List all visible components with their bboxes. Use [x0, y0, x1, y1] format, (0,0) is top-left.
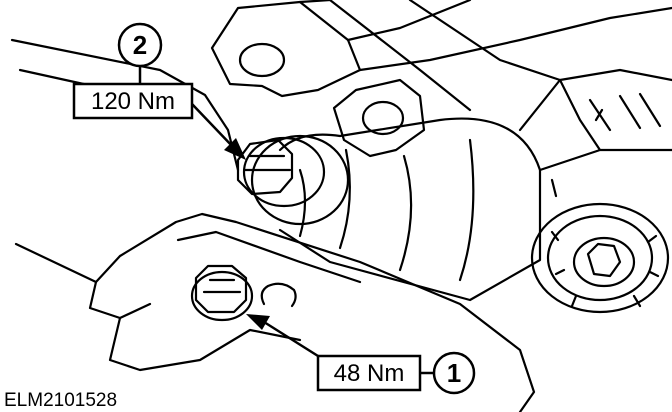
right-boss-mid: [546, 214, 654, 302]
lower-plate-inner-edge: [176, 230, 362, 284]
callout-2-number: 2: [133, 30, 147, 60]
retaining-clip: [260, 282, 297, 308]
lower-bolt-head: [194, 264, 248, 314]
middle-bracket-hole: [361, 100, 405, 136]
lower-plate-bottom: [108, 316, 302, 372]
lower-plate-left-edge: [14, 242, 152, 320]
callout-1: 48 Nm 1: [246, 314, 476, 395]
callout-2-torque: 120 Nm: [91, 88, 175, 115]
right-boss-teeth: [550, 230, 660, 308]
mount-cylinder-ridge-2: [338, 148, 351, 250]
callout-1-arrowhead: [246, 314, 270, 330]
callout-1-circle: [432, 351, 476, 395]
engine-block-drawing: [10, 0, 672, 412]
callout-2-leader: [191, 103, 235, 149]
upper-bolt-head: [236, 138, 294, 196]
upper-bolt-boss: [250, 134, 350, 226]
right-boss-outer: [530, 202, 670, 314]
callout-1-leader: [263, 320, 319, 358]
right-boss-inner: [572, 236, 636, 288]
callout-1-torque: 48 Nm: [334, 360, 405, 387]
upper-bracket-hole: [238, 42, 286, 78]
mount-cylinder-ridge-4: [458, 138, 475, 282]
upper-bracket: [210, 0, 362, 98]
right-housing-ribs: [550, 92, 662, 198]
diagonal-strut-2: [408, 0, 562, 82]
mount-cylinder-ridge-3: [398, 154, 413, 272]
callout-2-arrowhead: [224, 138, 246, 160]
callout-2: 2 120 Nm: [72, 22, 246, 160]
middle-bracket: [332, 78, 426, 158]
figure-reference: ELM2101528: [4, 390, 117, 411]
lower-plate: [94, 212, 536, 412]
right-housing: [518, 68, 672, 172]
upper-bolt-flats: [242, 154, 292, 172]
lower-bolt-washer: [190, 270, 254, 322]
top-frame-lines: [298, 0, 672, 72]
lower-bolt-flats: [202, 278, 242, 294]
right-boss-hex: [586, 242, 622, 278]
diagonal-strut-1: [328, 0, 472, 112]
callout-2-torque-box: [72, 82, 194, 120]
callout-1-number: 1: [447, 358, 461, 388]
